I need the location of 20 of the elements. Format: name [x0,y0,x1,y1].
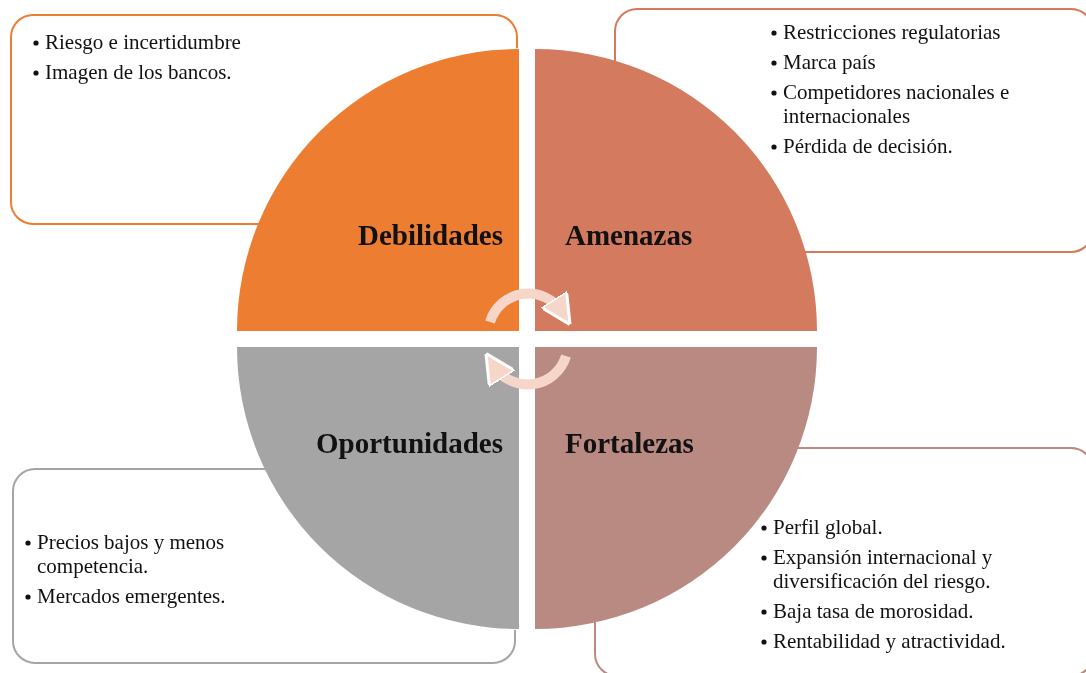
text-card [12,468,516,664]
bullet-text: Baja tasa de morosidad. [773,599,974,623]
cycle-arrow [485,288,573,326]
cycle-arrow [483,352,571,390]
quadrant-title: Amenazas [565,219,693,251]
bullet-text: Marca país [783,50,876,74]
quadrant-title: Oportunidades [316,427,503,459]
quadrant-title: Fortalezas [565,427,694,459]
bullet-text: Imagen de los bancos. [45,60,232,84]
quadrant-title: Debilidades [357,219,503,251]
text-card [10,14,518,225]
bullet-text: Riesgo e incertidumbre [45,30,241,54]
bullet-text: Expansión internacional y diversificación del riesgo. [773,545,993,593]
bullet-text: Competidores nacionales e internacionales [783,80,1010,128]
bullet-text: Restricciones regulatorias [783,20,1001,44]
bullet-text: Precios bajos y menos competencia. [37,530,225,578]
bullet-text: Mercados emergentes. [37,584,226,608]
bullet-text: Perfil global. [773,515,883,539]
bullet-text: Rentabilidad y atractividad. [773,629,1006,653]
bullet-text: Pérdida de decisión. [783,134,953,158]
